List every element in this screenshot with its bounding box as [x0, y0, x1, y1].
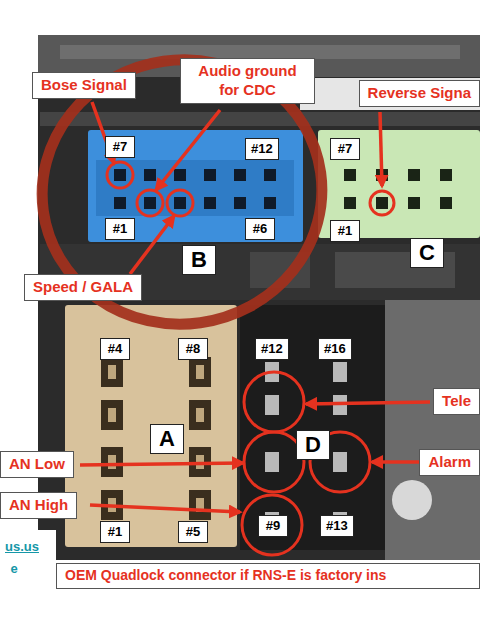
pin-number: #7 [105, 136, 135, 158]
connector-letter: C [410, 238, 444, 268]
callout-number: D [305, 432, 321, 457]
connector-letter: A [150, 424, 184, 454]
signal-callout: Speed / GALA [24, 274, 142, 301]
callout-text: AN High [9, 496, 68, 513]
callout-text: Tele [442, 392, 471, 409]
pin-number: #8 [178, 338, 208, 360]
pin-number: #13 [320, 515, 354, 537]
callout-number: #12 [251, 141, 273, 156]
callout-number: #1 [113, 221, 127, 236]
callout-text: Audio ground for CDC [198, 62, 296, 98]
signal-callout: AN High [0, 492, 77, 519]
callout-number: #5 [186, 524, 200, 539]
callout-number: #12 [261, 341, 283, 356]
web-link: e [2, 560, 26, 578]
callout-text: Reverse Signa [368, 84, 471, 101]
signal-callout: Bose Signal [32, 72, 136, 99]
callout-number: #4 [108, 341, 122, 356]
pin-number: #1 [330, 220, 360, 242]
pin-number: #16 [318, 338, 352, 360]
pin-number: #9 [258, 515, 288, 537]
callout-number: #13 [326, 518, 348, 533]
callout-text: AN Low [9, 455, 65, 472]
callout-number: #9 [266, 518, 280, 533]
connector-letter: B [182, 245, 216, 275]
link-text: us.us [5, 539, 39, 554]
callout-text: Speed / GALA [33, 278, 133, 295]
callout-number: B [191, 247, 207, 272]
pin-number: #5 [178, 521, 208, 543]
pin-number: #4 [100, 338, 130, 360]
pin-number: #1 [100, 521, 130, 543]
web-link: us.us [2, 538, 42, 556]
callout-text: Bose Signal [41, 76, 127, 93]
pin-number: #12 [245, 138, 279, 160]
callout-number: #1 [338, 223, 352, 238]
pin-number: #7 [330, 138, 360, 160]
callout-number: #7 [338, 141, 352, 156]
callout-number: #7 [113, 139, 127, 154]
callout-number: #8 [186, 341, 200, 356]
signal-callout: Audio ground for CDC [180, 58, 315, 104]
connector-letter: D [296, 430, 330, 460]
callout-text: Alarm [428, 453, 471, 470]
link-text: e [10, 561, 17, 576]
callout-number: #6 [253, 221, 267, 236]
callout-number: A [159, 426, 175, 451]
signal-callout: Tele [433, 388, 480, 415]
callout-number: #16 [324, 341, 346, 356]
signal-callout: AN Low [0, 451, 74, 478]
callout-number: C [419, 240, 435, 265]
pin-number: #12 [255, 338, 289, 360]
pin-number: #6 [245, 218, 275, 240]
signal-callout: Reverse Signa [359, 80, 480, 107]
signal-callout: Alarm [419, 449, 480, 476]
callout-number: #1 [108, 524, 122, 539]
pin-number: #1 [105, 218, 135, 240]
callout-text: OEM Quadlock connector if RNS-E is facto… [65, 567, 386, 583]
caption-box: OEM Quadlock connector if RNS-E is facto… [56, 563, 480, 589]
